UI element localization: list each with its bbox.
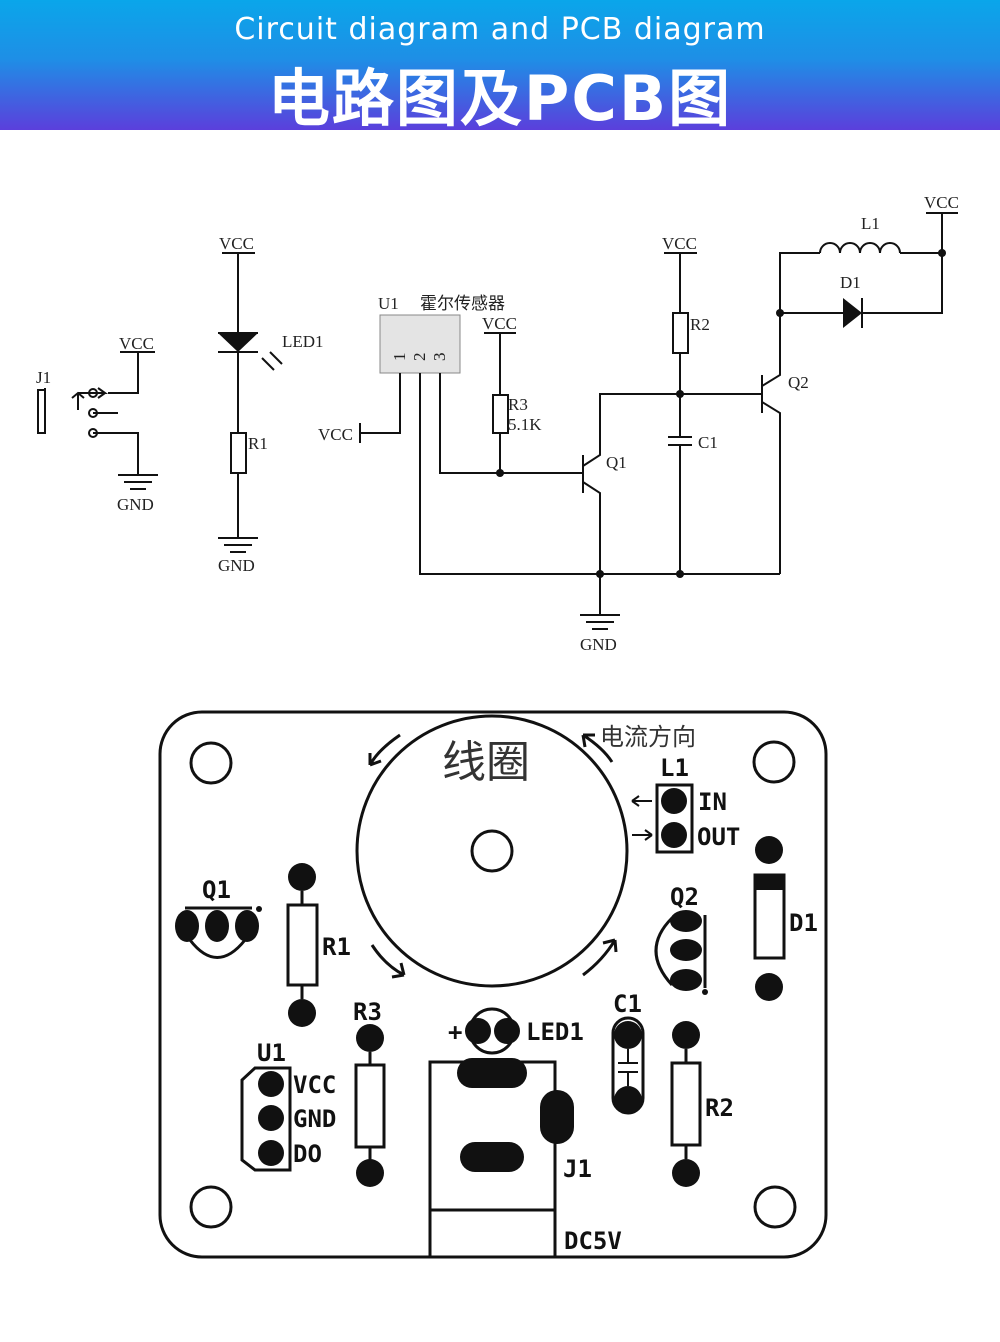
jack-j1-symbol (37, 351, 158, 490)
label-pcb-q1: Q1 (202, 876, 231, 904)
header-title: 电路图及PCB图 (267, 62, 733, 135)
led1-symbol (218, 333, 258, 352)
header-banner: Circuit diagram and PCB diagram 电路图及PCB图 (0, 0, 1000, 135)
mounting-hole (189, 1185, 233, 1229)
label-vcc: VCC (119, 334, 154, 353)
label-gnd: GND (218, 556, 255, 575)
label-d1: D1 (840, 273, 861, 292)
r2-symbol (672, 312, 689, 354)
q2-footprint (654, 915, 707, 988)
label-q1: Q1 (606, 453, 627, 472)
q1-symbol (580, 393, 762, 630)
label-coil: 线圈 (442, 737, 530, 788)
label-r1: R1 (248, 434, 268, 453)
u1-footprint (240, 1066, 292, 1172)
label-u1-desc: 霍尔传感器 (420, 294, 505, 313)
label-vcc: VCC (924, 193, 959, 212)
coil-outline (355, 714, 629, 988)
label-vcc: VCC (662, 234, 697, 253)
r1-symbol (230, 432, 247, 474)
coil-center-hole (470, 829, 514, 873)
label-pcb-q2: Q2 (670, 883, 699, 911)
led-column-wires (218, 252, 283, 553)
header-subtitle: Circuit diagram and PCB diagram (234, 12, 766, 47)
in-out-arrows (631, 795, 653, 841)
mounting-hole (752, 740, 796, 784)
label-r3: R3 (508, 395, 528, 414)
current-direction-arrows (368, 733, 618, 979)
r2-c1-wires (664, 252, 697, 574)
label-out: OUT (697, 823, 740, 851)
label-u1: U1 (378, 294, 399, 313)
q2-wires (761, 212, 958, 574)
label-vcc: VCC (482, 314, 517, 333)
r3-footprint (354, 1063, 386, 1149)
u1-pin-1: 1 (390, 353, 409, 362)
l1-footprint (655, 783, 694, 854)
label-led-plus: + (448, 1018, 462, 1046)
label-pcb-r2: R2 (705, 1094, 734, 1122)
u1-pin-2: 2 (410, 353, 429, 362)
mounting-hole (189, 741, 233, 785)
r3-symbol (492, 394, 509, 434)
label-q2: Q2 (788, 373, 809, 392)
label-pcb-r1: R1 (322, 933, 351, 961)
r1-footprint (286, 903, 319, 987)
label-u1-do: DO (293, 1140, 322, 1168)
label-vcc: VCC (219, 234, 254, 253)
label-pcb-led1: LED1 (526, 1018, 584, 1046)
label-l1: L1 (861, 214, 880, 233)
l1-inductor-symbol (819, 242, 901, 254)
label-in: IN (698, 788, 727, 816)
label-pcb-j1: J1 (563, 1155, 592, 1183)
r2-footprint (670, 1061, 702, 1147)
label-pcb-r3: R3 (353, 998, 382, 1026)
u1-wires (359, 332, 780, 575)
label-r2: R2 (690, 315, 710, 334)
label-u1-gnd: GND (293, 1105, 336, 1133)
label-pcb-l1: L1 (660, 754, 689, 782)
label-led1: LED1 (282, 332, 324, 351)
label-gnd: GND (117, 495, 154, 514)
label-gnd: GND (580, 635, 617, 654)
u1-pin-3: 3 (430, 353, 449, 362)
d1-symbol (843, 298, 862, 328)
mounting-hole (753, 1185, 797, 1229)
label-u1-vcc: VCC (293, 1071, 336, 1099)
label-pcb-c1: C1 (613, 990, 642, 1018)
label-dc5v: DC5V (564, 1227, 622, 1255)
schematic: J1 VCC GND VCC LED1 R1 GND U1 霍尔传感器 1 2 … (36, 193, 959, 654)
q1-footprint (185, 906, 252, 959)
pcb-layout: 线圈 电流方向 L1 IN OUT Q1 R1 Q2 D1 R3 U1 VCC … (158, 710, 828, 1259)
label-pcb-u1: U1 (257, 1039, 286, 1067)
label-current-direction: 电流方向 (600, 723, 696, 751)
label-pcb-d1: D1 (789, 909, 818, 937)
label-c1: C1 (698, 433, 718, 452)
label-j1: J1 (36, 368, 51, 387)
u1-hall-sensor (379, 314, 461, 374)
label-vcc: VCC (318, 425, 353, 444)
label-r3-value: 5.1K (508, 415, 542, 434)
